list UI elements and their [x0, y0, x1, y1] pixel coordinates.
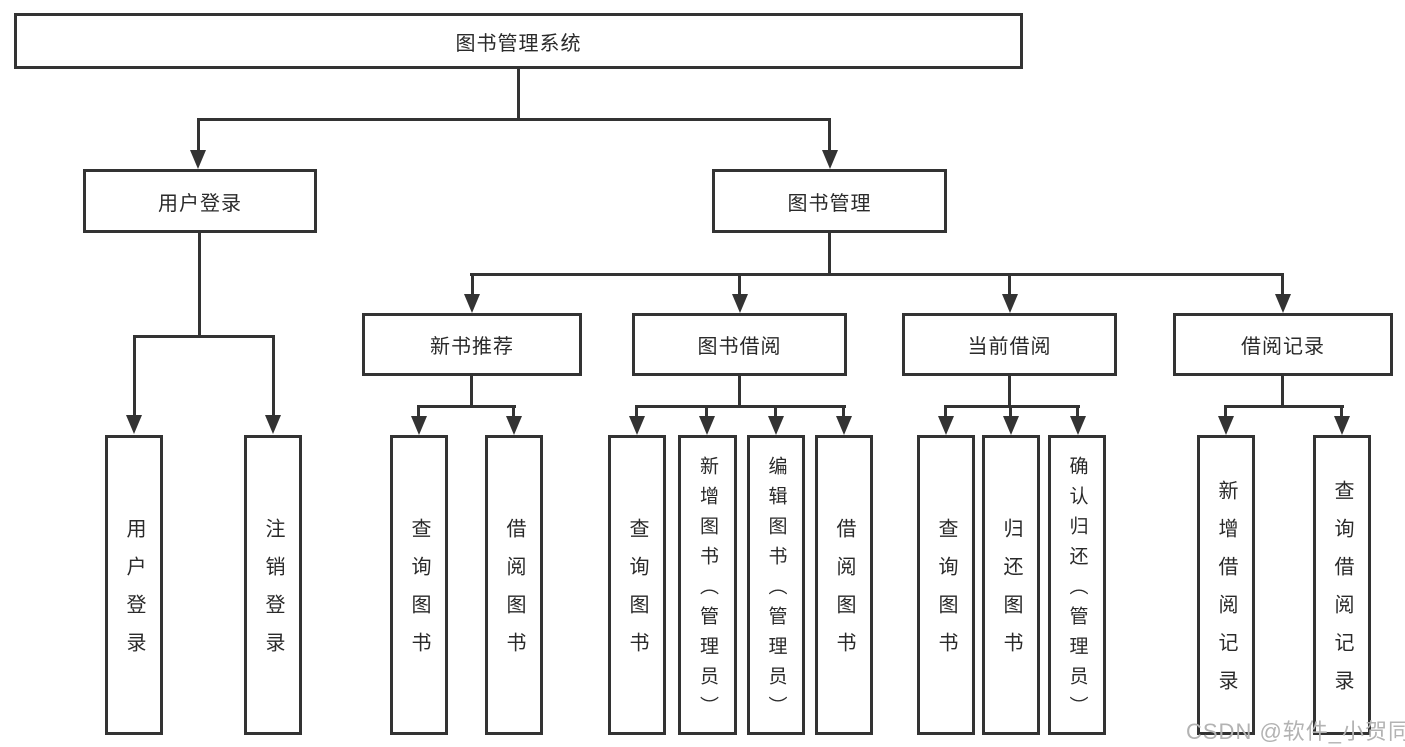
arrow-down-icon: [265, 415, 281, 434]
node-label: 查询借阅记录: [1331, 480, 1353, 708]
connector-line: [944, 405, 947, 418]
connector-line: [738, 376, 741, 407]
node-book-management: 图书管理: [712, 169, 947, 233]
connector-line: [517, 69, 520, 118]
node-new-book-recommend: 新书推荐: [362, 313, 582, 376]
node-label: 查询图书: [935, 518, 957, 670]
connector-line: [512, 405, 515, 418]
connector-line: [1281, 273, 1284, 295]
arrow-down-icon: [190, 150, 206, 169]
connector-line: [1340, 405, 1343, 418]
connector-line: [635, 405, 638, 418]
arrow-down-icon: [506, 416, 522, 435]
node-label: 图书管理系统: [455, 32, 582, 55]
node-leaf-logout: 注销登录: [244, 435, 302, 735]
connector-line: [470, 273, 1284, 276]
node-label: 归还图书: [1000, 518, 1022, 670]
node-leaf-confirm-return-admin: 确认归还（管理员）: [1048, 435, 1106, 735]
node-leaf-add-borrow-record: 新增借阅记录: [1197, 435, 1255, 735]
connector-line: [738, 273, 741, 295]
connector-line: [197, 118, 831, 121]
arrow-down-icon: [938, 416, 954, 435]
connector-line: [133, 335, 136, 415]
connector-line: [1281, 376, 1284, 407]
arrow-down-icon: [822, 150, 838, 169]
node-borrow-records: 借阅记录: [1173, 313, 1393, 376]
connector-line: [944, 405, 1080, 408]
arrow-down-icon: [732, 294, 748, 313]
node-leaf-return-books: 归还图书: [982, 435, 1040, 735]
connector-line: [1008, 376, 1011, 407]
node-label: 新增借阅记录: [1215, 480, 1237, 708]
node-leaf-add-books-admin: 新增图书（管理员）: [678, 435, 737, 735]
connector-line: [417, 405, 420, 418]
connector-line: [1009, 405, 1012, 418]
node-label: 新书推荐: [430, 336, 514, 358]
node-current-borrow: 当前借阅: [902, 313, 1117, 376]
arrow-down-icon: [768, 416, 784, 435]
node-label: 图书管理: [787, 192, 872, 215]
connector-line: [133, 335, 275, 338]
connector-line: [198, 233, 201, 337]
connector-line: [471, 273, 474, 295]
connector-line: [828, 118, 831, 152]
node-label: 借阅记录: [1241, 336, 1325, 358]
node-leaf-borrow-books-recommend: 借阅图书: [485, 435, 543, 735]
csdn-watermark: CSDN @软件_小贺同学: [1186, 719, 1405, 744]
node-leaf-borrow-books: 借阅图书: [815, 435, 873, 735]
connector-line: [774, 405, 777, 418]
node-leaf-query-books-borrow: 查询图书: [608, 435, 666, 735]
arrow-down-icon: [1218, 416, 1234, 435]
connector-line: [828, 233, 831, 276]
node-label: 借阅图书: [503, 518, 525, 670]
node-label: 当前借阅: [967, 336, 1052, 358]
connector-line: [1076, 405, 1079, 418]
node-leaf-query-books-current: 查询图书: [917, 435, 975, 735]
node-label: 用户登录: [158, 192, 242, 215]
node-label: 查询图书: [626, 518, 648, 670]
connector-line: [1224, 405, 1344, 408]
node-leaf-query-borrow-record: 查询借阅记录: [1313, 435, 1371, 735]
node-leaf-query-books-recommend: 查询图书: [390, 435, 448, 735]
arrow-down-icon: [1003, 416, 1019, 435]
connector-line: [197, 118, 200, 152]
connector-line: [705, 405, 708, 418]
node-library-management-system: 图书管理系统: [14, 13, 1023, 69]
arrow-down-icon: [464, 294, 480, 313]
arrow-down-icon: [1275, 294, 1291, 313]
node-user-login: 用户登录: [83, 169, 317, 233]
arrow-down-icon: [1070, 416, 1086, 435]
connector-line: [470, 376, 473, 407]
node-label: 注销登录: [262, 518, 284, 670]
arrow-down-icon: [1334, 416, 1350, 435]
connector-line: [417, 405, 516, 408]
node-leaf-edit-books-admin: 编辑图书（管理员）: [747, 435, 805, 735]
connector-line: [272, 335, 275, 415]
arrow-down-icon: [411, 416, 427, 435]
arrow-down-icon: [126, 415, 142, 434]
connector-line: [842, 405, 845, 418]
node-label: 图书借阅: [697, 336, 782, 358]
node-book-borrow: 图书借阅: [632, 313, 847, 376]
node-label: 新增图书（管理员）: [697, 455, 718, 726]
node-label: 借阅图书: [833, 518, 855, 670]
arrow-down-icon: [699, 416, 715, 435]
connector-line: [635, 405, 846, 408]
arrow-down-icon: [1002, 294, 1018, 313]
arrow-down-icon: [629, 416, 645, 435]
arrow-down-icon: [836, 416, 852, 435]
connector-line: [1008, 273, 1011, 295]
node-label: 确认归还（管理员）: [1066, 455, 1088, 726]
node-label: 编辑图书（管理员）: [765, 455, 787, 726]
node-label: 用户登录: [123, 518, 145, 670]
node-leaf-user-login: 用户登录: [105, 435, 163, 735]
connector-line: [1224, 405, 1227, 418]
node-label: 查询图书: [408, 518, 430, 670]
